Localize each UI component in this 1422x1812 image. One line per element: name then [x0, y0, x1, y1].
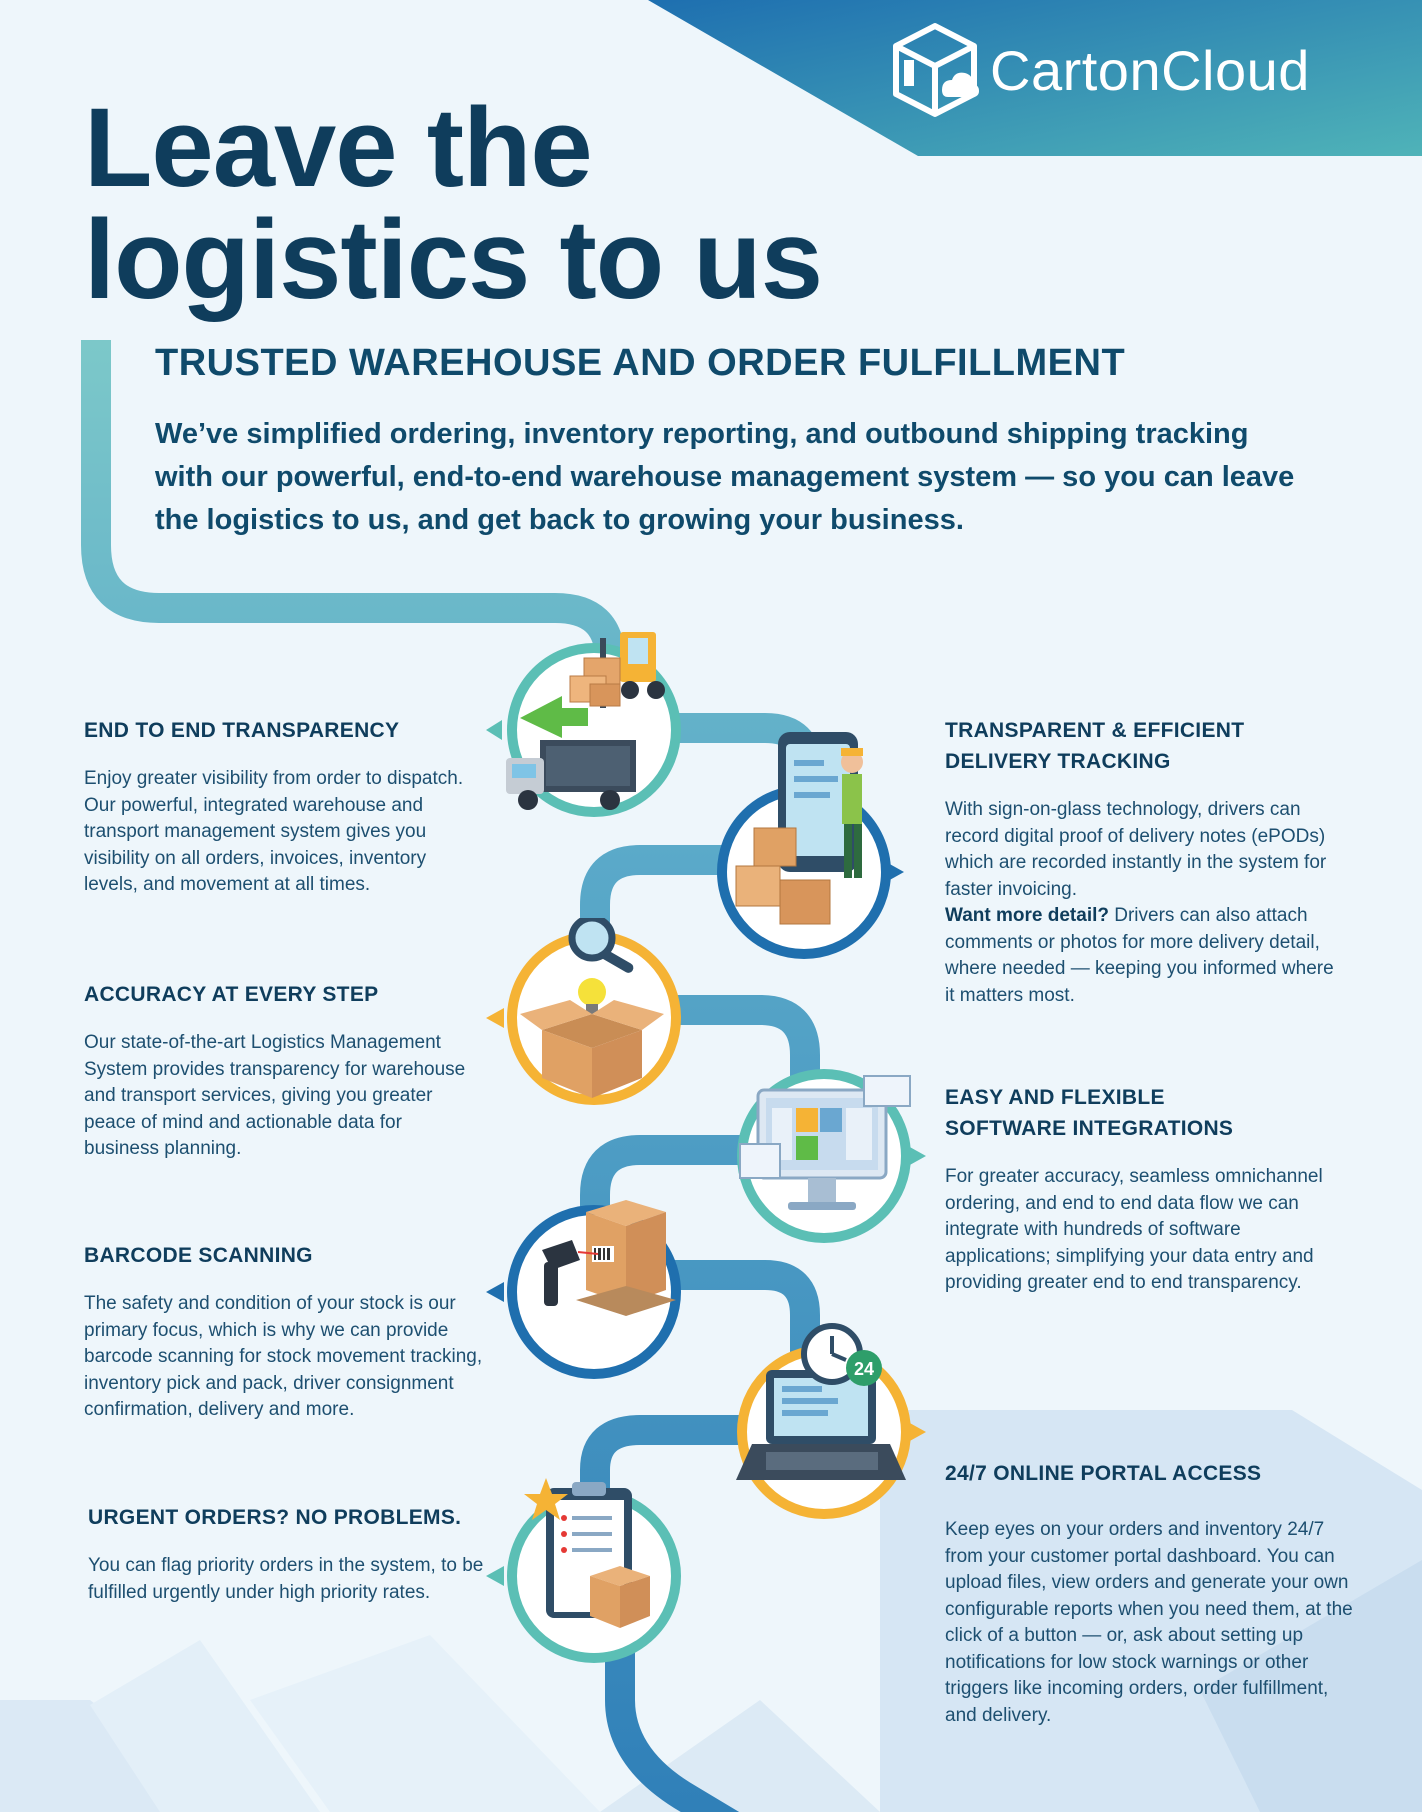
feature-title-line-2: SOFTWARE INTEGRATIONS: [945, 1117, 1234, 1140]
feature-title: ACCURACY AT EVERY STEP: [84, 983, 379, 1006]
feature-title: URGENT ORDERS? NO PROBLEMS.: [88, 1506, 462, 1529]
brand-header: CartonCloud: [890, 20, 1330, 120]
feature-title: END TO END TRANSPARENCY: [84, 719, 400, 742]
feature-title-line-1: TRANSPARENT & EFFICIENT: [945, 719, 1245, 742]
page-title: Leave the logistics to us: [84, 92, 904, 316]
feature-title-line-1: EASY AND FLEXIBLE: [945, 1086, 1165, 1109]
priority-clipboard-icon: [486, 1478, 681, 1663]
feature-title-line-2: DELIVERY TRACKING: [945, 750, 1171, 773]
feature-title: TRANSPARENT & EFFICIENT DELIVERY TRACKIN…: [945, 715, 1345, 777]
feature-body: You can flag priority orders in the syst…: [88, 1555, 484, 1603]
monitor-dashboard-icon: [737, 1069, 926, 1243]
brand-name: CartonCloud: [990, 38, 1310, 102]
barcode-scanner-icon: [486, 1200, 681, 1379]
feature-urgent-orders: URGENT ORDERS? NO PROBLEMS. You can flag…: [88, 1502, 488, 1606]
feature-emphasis: Want more detail?: [945, 905, 1109, 926]
magnifier-box-icon: [486, 918, 681, 1105]
laptop-clock-icon: 24: [736, 1323, 926, 1519]
page-subtitle: TRUSTED WAREHOUSE AND ORDER FULFILLMENT: [155, 342, 1126, 384]
badge-24-text: 24: [854, 1359, 874, 1379]
title-line-2: logistics to us: [84, 197, 823, 322]
feature-body: Our state-of-the-art Logistics Managemen…: [84, 1032, 466, 1159]
feature-title: EASY AND FLEXIBLE SOFTWARE INTEGRATIONS: [945, 1082, 1345, 1144]
feature-body-extra: Want more detail? Drivers can also attac…: [945, 903, 1345, 1009]
delivery-tablet-icon: [717, 732, 904, 959]
feature-body-2: Drivers can also attach comments or phot…: [945, 905, 1334, 1006]
feature-delivery-tracking: TRANSPARENT & EFFICIENT DELIVERY TRACKIN…: [945, 715, 1345, 1009]
feature-body: With sign-on-glass technology, drivers c…: [945, 799, 1327, 900]
feature-title: BARCODE SCANNING: [84, 1244, 313, 1267]
intro-paragraph: We’ve simplified ordering, inventory rep…: [155, 418, 1295, 536]
forklift-truck-icon: [486, 632, 681, 817]
feature-body: For greater accuracy, seamless omnichann…: [945, 1166, 1323, 1293]
cartoncloud-logo-icon: [893, 23, 979, 117]
feature-title: 24/7 ONLINE PORTAL ACCESS: [945, 1462, 1262, 1485]
feature-accuracy: ACCURACY AT EVERY STEP Our state-of-the-…: [84, 979, 474, 1163]
feature-barcode-scanning: BARCODE SCANNING The safety and conditio…: [84, 1240, 484, 1424]
feature-software-integrations: EASY AND FLEXIBLE SOFTWARE INTEGRATIONS …: [945, 1082, 1345, 1297]
feature-body: The safety and condition of your stock i…: [84, 1293, 483, 1420]
feature-body: Enjoy greater visibility from order to d…: [84, 768, 464, 895]
feature-end-to-end-transparency: END TO END TRANSPARENCY Enjoy greater vi…: [84, 715, 484, 899]
feature-portal-access: 24/7 ONLINE PORTAL ACCESS Keep eyes on y…: [945, 1458, 1365, 1729]
feature-body: Keep eyes on your orders and inventory 2…: [945, 1519, 1353, 1726]
title-line-1: Leave the: [84, 85, 593, 210]
